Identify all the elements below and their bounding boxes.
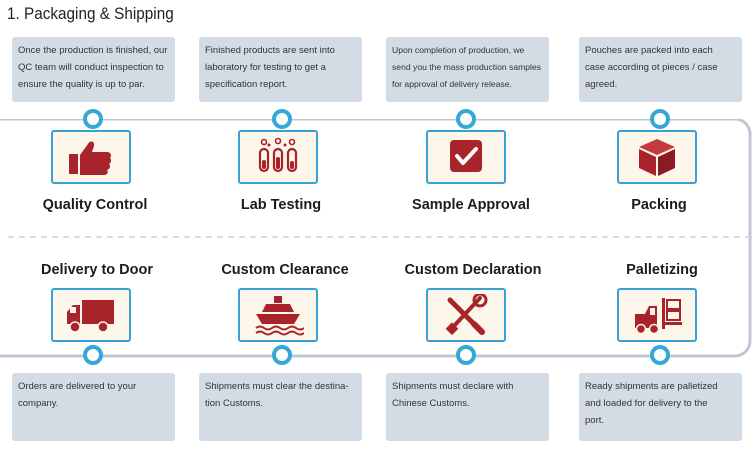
step-lab-testing-icon-box bbox=[238, 130, 318, 184]
step-label-palletizing: Palletizing bbox=[626, 262, 698, 278]
step-palletizing-icon-box bbox=[617, 288, 697, 342]
step-custom-clearance-icon-box bbox=[238, 288, 318, 342]
step-packing-icon-box bbox=[617, 130, 697, 184]
step-dot bbox=[650, 345, 670, 365]
truck-icon bbox=[67, 300, 114, 333]
forklift-icon bbox=[635, 298, 682, 335]
step-dot bbox=[83, 109, 103, 129]
step-dot bbox=[650, 109, 670, 129]
note-palletizing: Ready shipments are palletized and loade… bbox=[579, 373, 742, 441]
box-icon bbox=[639, 139, 675, 176]
step-label-packing: Packing bbox=[631, 197, 687, 213]
step-dot bbox=[456, 345, 476, 365]
step-label-custom-declaration: Custom Declaration bbox=[404, 262, 542, 278]
note-lab-testing: Finished products are sent into laborato… bbox=[199, 37, 362, 102]
step-dot bbox=[272, 345, 292, 365]
step-dot bbox=[83, 345, 103, 365]
step-label-lab-testing: Lab Testing bbox=[240, 197, 322, 213]
step-label-delivery-to-door: Delivery to Door bbox=[41, 262, 153, 278]
thumbs-up-icon bbox=[69, 141, 112, 175]
checkmark-icon bbox=[450, 140, 482, 172]
ship-icon bbox=[255, 296, 304, 336]
note-custom-declaration: Shipments must declare with Chinese Cust… bbox=[386, 373, 549, 441]
tools-icon bbox=[445, 294, 488, 336]
step-sample-approval-icon-box bbox=[426, 130, 506, 184]
step-delivery-to-door-icon-box bbox=[51, 288, 131, 342]
step-quality-control-icon-box bbox=[51, 130, 131, 184]
step-label-custom-clearance: Custom Clearance bbox=[221, 262, 349, 278]
note-sample-approval: Upon completion of production, we send y… bbox=[386, 37, 549, 102]
test-tubes-icon bbox=[258, 137, 298, 173]
note-quality-control: Once the production is finished, our QC … bbox=[12, 37, 175, 102]
note-custom-clearance: Shipments must clear the destina- tion C… bbox=[199, 373, 362, 441]
step-custom-declaration-icon-box bbox=[426, 288, 506, 342]
step-label-sample-approval: Sample Approval bbox=[412, 197, 530, 213]
step-dot bbox=[456, 109, 476, 129]
page-title: 1. Packaging & Shipping bbox=[7, 4, 174, 23]
note-packing: Pouches are packed into each case accord… bbox=[579, 37, 742, 102]
step-label-quality-control: Quality Control bbox=[42, 197, 148, 213]
note-delivery-to-door: Orders are delivered to your company. bbox=[12, 373, 175, 441]
step-dot bbox=[272, 109, 292, 129]
